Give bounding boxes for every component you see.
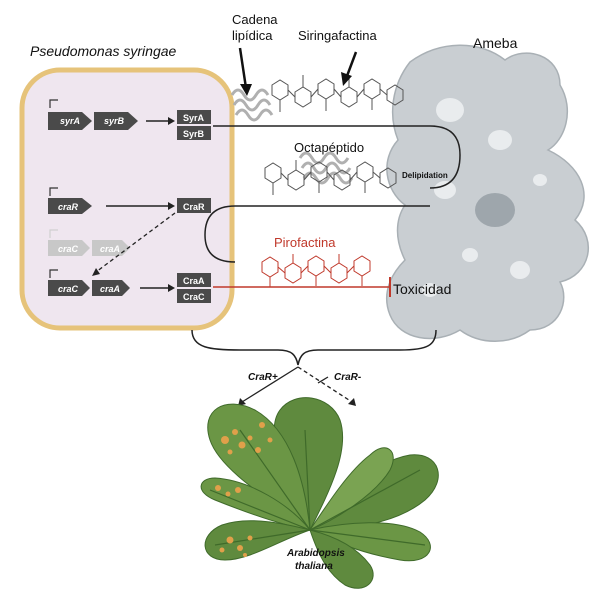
protein-SyrA-label: SyrA: [183, 113, 205, 123]
gene-craA: [92, 280, 130, 296]
delipidation-label: Delipidation: [402, 171, 448, 180]
gene-craR-label: craR: [58, 202, 79, 212]
gene-craA-faded-label: craA: [100, 244, 120, 254]
gene-craA-faded: [92, 240, 130, 256]
toxicity-label: Toxicidad: [393, 281, 451, 297]
bracket-brace: [191, 329, 437, 366]
octapeptide-molecule: [264, 151, 397, 195]
syringafactin-arrow: [345, 51, 358, 77]
pyrofactin-label: Pirofactina: [274, 235, 336, 250]
syringafactin-label: Siringafactina: [298, 28, 378, 43]
syringafactin-pathway-line: [213, 125, 461, 189]
gene-cluster-cra: craC craA CraA CraC: [48, 269, 211, 303]
lipid-chain-arrow: [238, 47, 248, 89]
arabidopsis-plant: [200, 397, 439, 589]
lipid-chain-label-line1: Cadena: [232, 12, 278, 27]
protein-CraR: [177, 198, 211, 213]
crar-minus-label: CraR-: [334, 372, 362, 383]
crar-plus-arrow: [241, 366, 299, 403]
octapeptide-label: Octapéptido: [294, 140, 364, 155]
gene-craR: [48, 198, 92, 214]
lesion-spots: [215, 422, 273, 557]
gene-cluster-faded: craC craA: [48, 229, 130, 256]
protein-CraA-label: CraA: [183, 276, 205, 286]
protein-CraC: [177, 289, 211, 303]
syringafactin-molecule: [230, 75, 404, 122]
gene-syrA: [48, 112, 92, 130]
lipid-chain-label-line2: lipídica: [232, 28, 273, 43]
protein-SyrB-label: SyrB: [183, 129, 205, 139]
gene-syrB-label: syrB: [104, 116, 125, 126]
amoeba: [385, 44, 590, 342]
plant-label-line1: Arabidopsis: [286, 548, 345, 559]
crar-plus-label: CraR+: [248, 372, 278, 383]
gene-craR-row: craR CraR: [48, 187, 211, 214]
protein-SyrB: [177, 126, 211, 140]
gene-craC-faded: [48, 240, 90, 256]
protein-SyrA: [177, 110, 211, 124]
plant-label-line2: thaliana: [295, 561, 333, 572]
organism-label: Pseudomonas syringae: [30, 43, 177, 59]
gene-craC-faded-label: craC: [58, 244, 79, 254]
gene-craA-label: craA: [100, 284, 120, 294]
amoeba-label: Ameba: [473, 35, 518, 51]
gene-craC-label: craC: [58, 284, 79, 294]
octapeptide-pathway-line: [204, 205, 430, 263]
protein-CraA: [177, 273, 211, 287]
regulation-arrow: [95, 212, 176, 273]
protein-CraR-label: CraR: [183, 202, 205, 212]
gene-cluster-syr: syrA syrB SyrA SyrB: [48, 99, 211, 140]
protein-CraC-label: CraC: [183, 292, 205, 302]
gene-syrB: [94, 112, 138, 130]
crar-minus-arrow: [297, 366, 353, 403]
gene-syrA-label: syrA: [60, 116, 80, 126]
pyrofactin-molecule: [261, 254, 371, 287]
gene-craC: [48, 280, 90, 296]
